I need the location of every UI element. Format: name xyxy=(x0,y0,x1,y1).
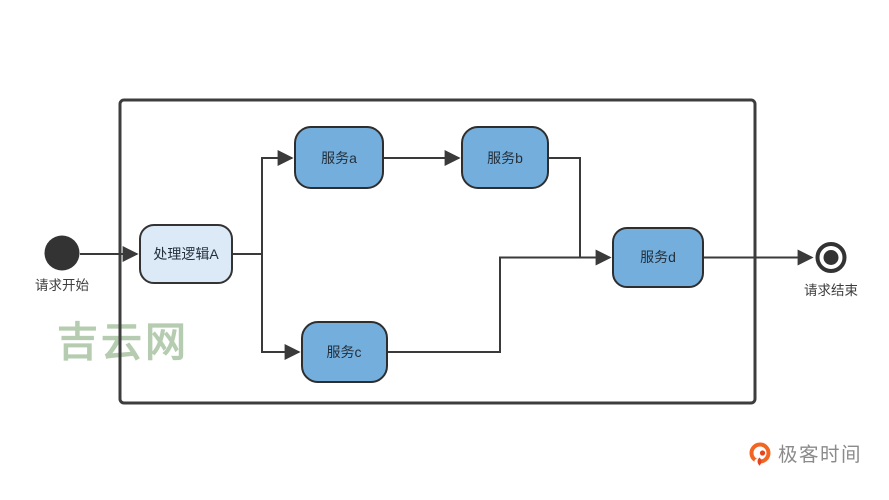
service-c-node xyxy=(301,321,388,383)
logic-a-node xyxy=(139,224,233,284)
edge-logic-a-to-service-c xyxy=(261,254,301,360)
logic-a-label: 处理逻辑A xyxy=(153,246,219,262)
edge-service-c-to-service-d xyxy=(387,256,580,353)
watermark-text: 吉云网 xyxy=(57,319,189,365)
start-node xyxy=(44,235,80,271)
service-d-label: 服务d xyxy=(640,249,676,265)
service-b-node xyxy=(461,126,549,189)
end-node-ring xyxy=(815,242,847,273)
geektime-logo: 极客时间 xyxy=(749,442,862,466)
end-node-label: 请求结束 xyxy=(804,283,858,298)
end-node-core xyxy=(823,250,839,265)
edge-service-b-to-service-d xyxy=(548,157,612,266)
geektime-logo-drop-icon xyxy=(757,457,762,466)
service-d-node xyxy=(612,227,704,288)
geektime-logo-text: 极客时间 xyxy=(778,444,862,466)
edge-logic-a-to-service-a xyxy=(232,150,294,255)
start-node-label: 请求开始 xyxy=(35,278,89,293)
service-a-node xyxy=(294,126,384,189)
service-c-label: 服务c xyxy=(327,344,362,360)
geektime-logo-dot-icon xyxy=(759,450,766,456)
service-b-label: 服务b xyxy=(487,150,523,166)
container-box xyxy=(118,98,757,405)
service-a-label: 服务a xyxy=(321,150,357,166)
